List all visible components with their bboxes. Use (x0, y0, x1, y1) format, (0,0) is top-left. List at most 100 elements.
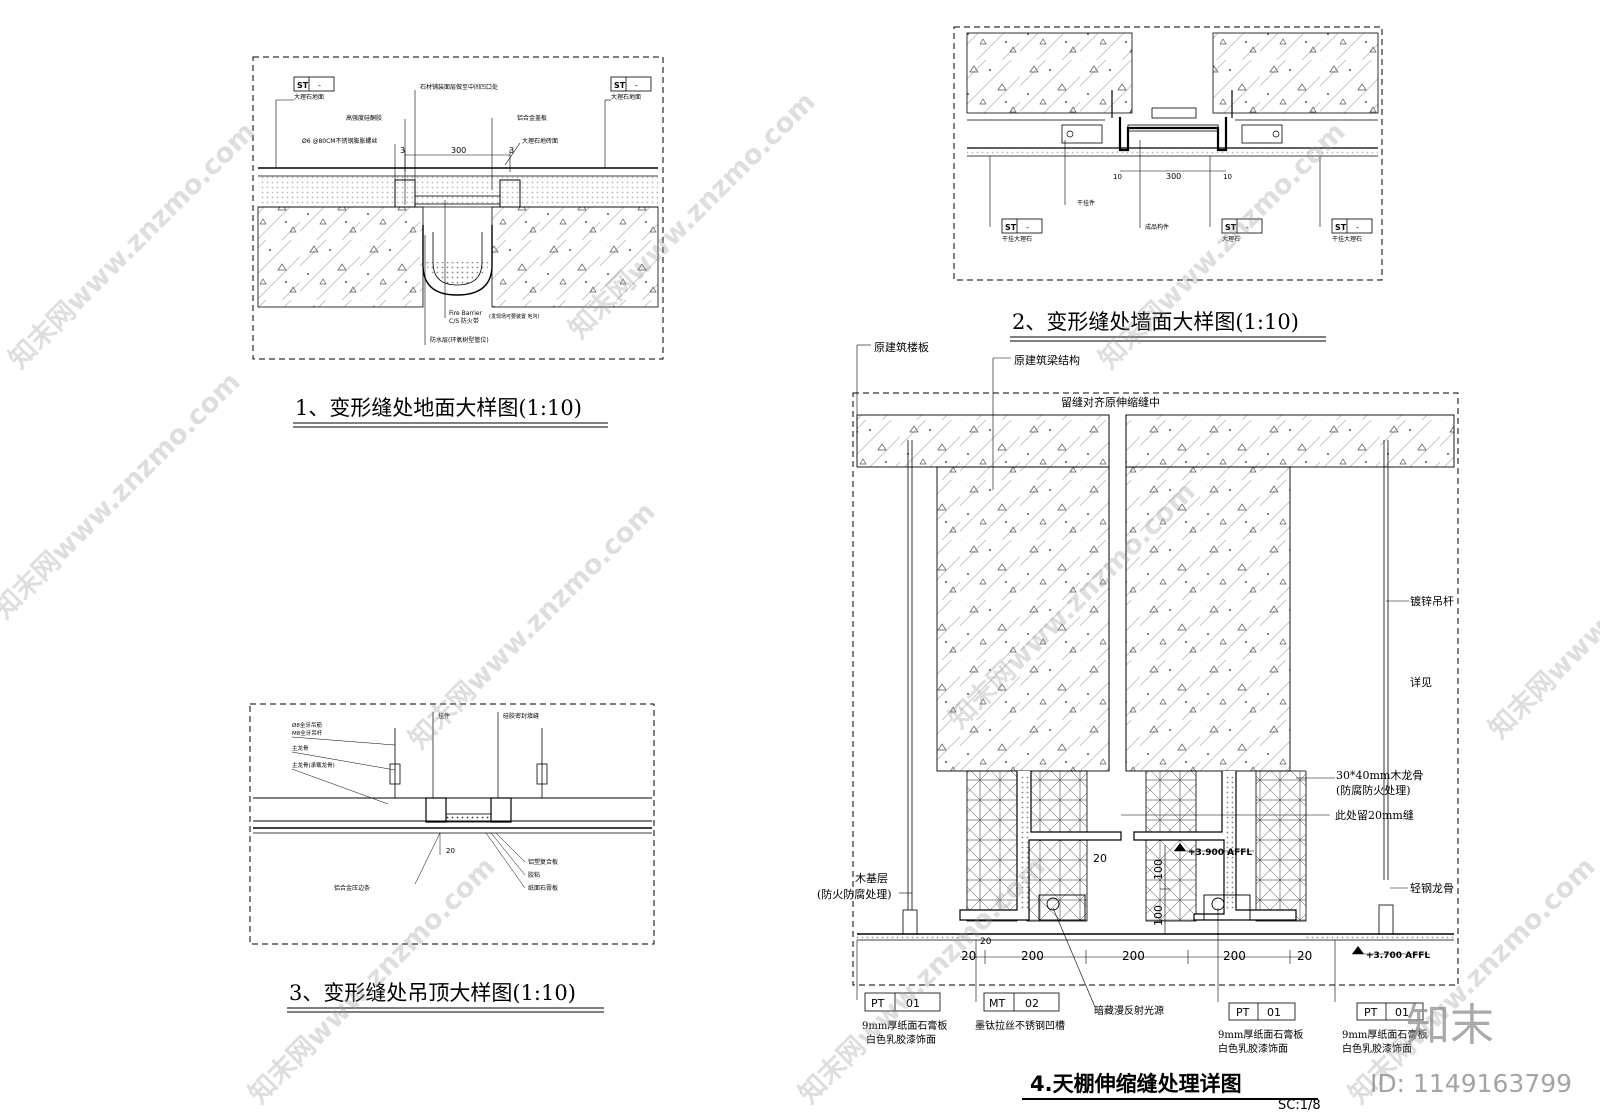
drawing4-beam-left (936, 466, 1110, 772)
drawing3-note-h: 胶粘 (528, 871, 540, 879)
drawing4-tag1-code: PT (871, 997, 885, 1010)
drawing3-frame (249, 703, 655, 945)
drawing4-label-keel2: (防腐防火处理) (1336, 783, 1411, 797)
drawing4-frame (852, 392, 1459, 986)
drawing1-dim-3b: 3 (509, 146, 514, 155)
drawing3-note-f: 硅胶密封填缝 (503, 712, 539, 720)
drawing4-label-beam: 原建筑梁结构 (1014, 353, 1080, 367)
drawing3-note-b: M8全牙吊杆 (292, 729, 323, 737)
drawing4-tag1-l2: 白色乳胶漆饰面 (866, 1033, 936, 1046)
drawing1-note-seal: 高强度硅酮胶 (346, 114, 382, 122)
drawing4-dim-100b: 100 (1152, 905, 1165, 926)
drawing3-note-j: 铝合金压边条 (334, 884, 370, 892)
drawing3-dim-20: 20 (446, 847, 455, 855)
drawing4-elev-2: +3.700 AFFL (1366, 951, 1430, 961)
drawing1-tag-left-note: 大理石地面 (294, 93, 324, 101)
drawing2-dim-10a: 10 (1113, 173, 1122, 181)
drawing1-note-fire3: (发现场可要装置 地沟) (489, 313, 540, 320)
drawing4-tag5-num: 01 (1395, 1006, 1409, 1019)
drawing3-note-g: 铝塑复合板 (528, 858, 558, 866)
drawing4-label-slab: 原建筑楼板 (874, 340, 929, 354)
drawing4-dim-200b: 200 (1122, 949, 1145, 963)
drawing4-label-base2: (防火防腐处理) (817, 887, 892, 901)
watermark-4: 知末网www.znzmo.com (0, 366, 247, 625)
drawing4-tag5-l2: 白色乳胶漆饰面 (1342, 1042, 1412, 1055)
drawing1-slab-left (257, 206, 424, 308)
drawing4-tag4-num: 01 (1267, 1006, 1281, 1019)
drawing4-tag5-code: PT (1364, 1006, 1378, 1019)
drawing4-tag3-l1: 暗藏漫反射光源 (1094, 1004, 1164, 1017)
drawing2-dim-300: 300 (1166, 172, 1181, 181)
drawing2-wall-detail: 300 10 10 干挂件 成品构件 ST - 干挂大理石 ST - 大理石 S… (953, 26, 1383, 342)
drawing2-tag3-code: ST (1335, 223, 1347, 232)
drawing2-tag1-note: 干挂大理石 (1002, 235, 1032, 243)
drawing2-note-b: 成品构件 (1145, 223, 1169, 231)
drawing1-floor-detail: 300 3 3 ST - 大理石地面 ST - 大理石地面 石材铺装面层做至中间… (252, 56, 664, 428)
drawing1-note-stone: 大理石地砖面 (522, 137, 558, 145)
drawing3-note-c: 主龙骨 (292, 744, 309, 752)
drawing4-beam-right (1125, 466, 1291, 772)
drawing1-tag-right-note: 大理石地面 (611, 93, 641, 101)
drawing4-dim-20d: 20 (980, 937, 992, 947)
watermark-1: 知末网www.znzmo.com (3, 116, 262, 375)
drawing2-tag1-code: ST (1005, 223, 1017, 232)
drawing1-note-water: 防水层(环氧树型管位) (430, 336, 489, 344)
drawing1-note-fire2: C/S 防火带 (449, 317, 479, 325)
brand-id: ID: 1149163799 (1370, 1069, 1572, 1098)
drawing4-tag2-l1: 墨钛拉丝不锈钢凹槽 (975, 1019, 1065, 1032)
drawing1-dim-3a: 3 (400, 146, 405, 155)
drawing2-wall-right (1212, 32, 1379, 114)
drawing1-note-bolt: Ø6 @80CM不锈钢膨胀螺丝 (302, 137, 377, 145)
drawing4-tag4-code: PT (1236, 1006, 1250, 1019)
drawing3-note-i: 纸面石膏板 (528, 884, 558, 892)
drawing4-elev-1: +3.900 AFFL (1188, 848, 1252, 858)
brand-logo: 知末 (1406, 1000, 1494, 1051)
drawing2-note-a: 干挂件 (1077, 199, 1095, 207)
drawing1-tag-right-num: - (635, 81, 638, 90)
drawing3-note-e: 挂件 (438, 712, 450, 720)
drawing3-ceiling-detail: 挂件 硅胶密封填缝 Ø8全牙吊筋 M8全牙吊杆 主龙骨 主龙骨(承载龙骨) 20… (249, 703, 655, 1013)
drawing2-tag2-num: - (1246, 223, 1249, 232)
watermark-7: 知末网www.znzmo.com (1483, 486, 1600, 745)
drawing2-tag2-note: 大理石 (1222, 235, 1240, 243)
drawing4-dim-200c: 200 (1223, 949, 1246, 963)
drawing4-tag4-l1: 9mm厚纸面石膏板 (1218, 1028, 1303, 1041)
drawing2-title: 2、变形缝处墙面大样图(1:10) (1012, 310, 1299, 334)
drawing2-tag3-note: 干挂大理石 (1332, 235, 1362, 243)
drawing4-label-see: 详见 (1410, 675, 1432, 689)
drawing1-frame (252, 56, 664, 360)
drawing4-dim-20a: 20 (1093, 852, 1107, 865)
drawing4-tag2-code: MT (989, 997, 1005, 1010)
drawing1-tag-left-code: ST (297, 81, 309, 90)
drawing4-tag5-l1: 9mm厚纸面石膏板 (1342, 1028, 1427, 1041)
drawing4-dim-100a: 100 (1152, 859, 1165, 880)
drawing4-slab-right (1125, 414, 1455, 468)
drawing4-label-keel1: 30*40mm木龙骨 (1336, 769, 1423, 782)
drawing1-dim-300: 300 (451, 146, 466, 155)
drawing2-tag2-code: ST (1225, 223, 1237, 232)
drawing1-title: 1、变形缝处地面大样图(1:10) (295, 396, 582, 420)
drawing4-tag2-num: 02 (1025, 997, 1039, 1010)
drawing2-wall-left (966, 32, 1133, 114)
drawing4-ceiling-expansion-detail: 原建筑楼板 原建筑梁结构 留缝对齐原伸缩缝中 镀锌吊杆 详见 30*40mm木龙… (817, 340, 1459, 1113)
drawing2-dim-10b: 10 (1223, 173, 1232, 181)
drawing2-frame (953, 26, 1383, 281)
drawing2-tag1-num: - (1026, 223, 1029, 232)
drawing4-tag1-num: 01 (906, 997, 920, 1010)
drawing1-note-top: 石材铺装面层做至中间凹口处 (420, 83, 498, 91)
drawing4-tag1-l1: 9mm厚纸面石膏板 (862, 1019, 947, 1032)
drawing4-label-rod: 镀锌吊杆 (1410, 594, 1454, 608)
drawing2-tag3-num: - (1356, 223, 1359, 232)
drawing1-note-plate: 铝合金盖板 (517, 114, 547, 122)
drawing4-scale: SC:1/8 (1278, 1098, 1321, 1113)
drawing4-dim-20c: 20 (1297, 949, 1312, 963)
drawing3-note-d: 主龙骨(承载龙骨) (292, 761, 335, 769)
drawing4-label-base1: 木基层 (855, 872, 888, 885)
drawing4-slab-left (856, 414, 1110, 468)
drawing1-slab-right (491, 206, 659, 308)
drawing4-label-joint: 留缝对齐原伸缩缝中 (1061, 395, 1160, 409)
drawing3-title: 3、变形缝处吊顶大样图(1:10) (289, 981, 576, 1005)
drawing1-tag-right-code: ST (614, 81, 626, 90)
drawing1-note-fire1: Fire Barrier (449, 310, 483, 317)
